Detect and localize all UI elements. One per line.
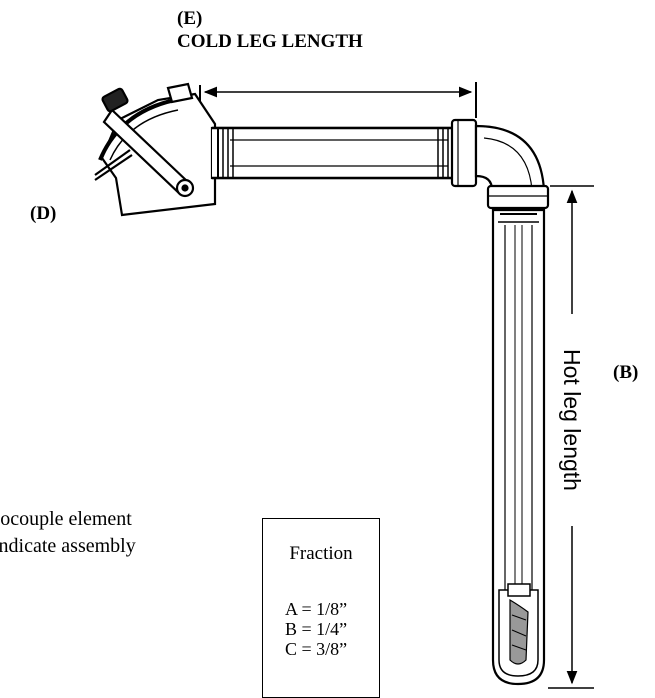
fraction-item-a: A = 1/8” — [285, 599, 348, 619]
elbow-fitting — [450, 118, 550, 210]
cold-leg-pipe — [210, 126, 462, 180]
body-text-line-2: d indicate assembly — [0, 535, 136, 557]
fraction-item-b: B = 1/4” — [285, 619, 348, 639]
hot-leg-tube — [491, 208, 546, 686]
label-d: (D) — [30, 203, 57, 224]
fraction-title: Fraction — [289, 543, 353, 564]
hot-leg-length-label: Hot leg length — [559, 349, 585, 491]
cold-leg-dimension — [199, 82, 477, 118]
fraction-item-c: C = 3/8” — [285, 639, 348, 659]
connection-head — [94, 82, 217, 217]
hot-leg-dimension: Hot leg length — [548, 185, 594, 689]
cold-leg-length-title: COLD LEG LENGTH — [177, 31, 363, 52]
body-text-line-1: rmocouple element — [0, 508, 132, 530]
fraction-box: Fraction A = 1/8” B = 1/4” C = 3/8” — [262, 518, 380, 698]
label-b: (B) — [613, 362, 639, 383]
label-e: (E) — [177, 8, 203, 29]
